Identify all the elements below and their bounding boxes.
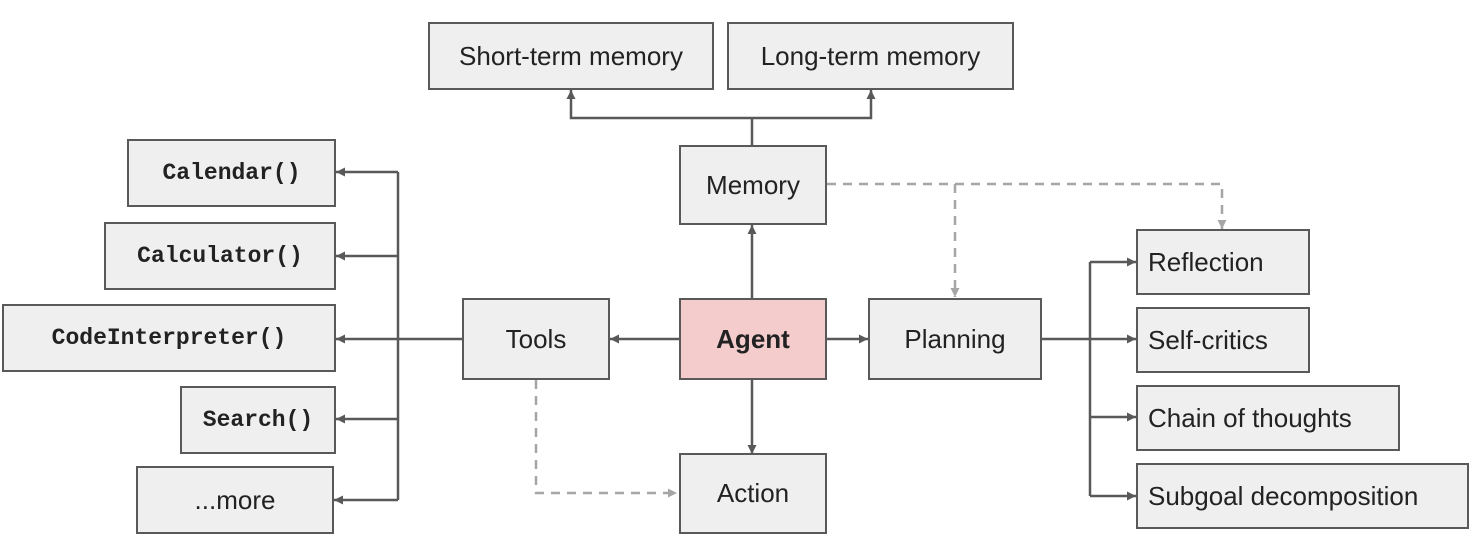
node-planning: Planning [868, 298, 1042, 380]
edge-memory-to-memory-types [566, 90, 876, 146]
node-label: CodeInterpreter() [51, 325, 287, 351]
node-label: Calculator() [137, 243, 303, 269]
node-label: Planning [904, 323, 1006, 354]
node-label: Tools [505, 323, 567, 354]
node-more: ...more [136, 466, 334, 534]
node-search: Search() [180, 386, 336, 454]
node-label: Self-critics [1148, 324, 1268, 355]
node-calculator: Calculator() [104, 222, 336, 290]
node-long-term-memory: Long-term memory [727, 22, 1014, 90]
node-short-term-memory: Short-term memory [428, 22, 714, 90]
node-memory: Memory [679, 145, 827, 225]
node-label: Calendar() [162, 160, 301, 186]
node-self-critics: Self-critics [1136, 307, 1310, 373]
node-label: Action [716, 478, 790, 508]
node-agent: Agent [679, 298, 827, 380]
node-label: Short-term memory [459, 40, 683, 71]
edge-tools-to-functions [334, 167, 462, 505]
edge-planning-to-methods [1042, 257, 1136, 501]
node-action: Action [679, 453, 827, 534]
node-code-interpreter: CodeInterpreter() [2, 304, 336, 372]
node-label: Memory [706, 169, 800, 200]
node-subgoal-decomposition: Subgoal decomposition [1136, 463, 1469, 529]
node-tools: Tools [462, 298, 610, 380]
node-chain-of-thoughts: Chain of thoughts [1136, 385, 1400, 451]
node-label: ...more [194, 484, 276, 515]
node-label: Subgoal decomposition [1148, 480, 1419, 511]
node-label: Reflection [1148, 246, 1264, 277]
node-label: Chain of thoughts [1148, 402, 1352, 433]
edge-memory-dashed [827, 182, 1227, 297]
node-label: Long-term memory [760, 40, 981, 71]
node-label: Search() [202, 407, 314, 433]
node-reflection: Reflection [1136, 229, 1310, 295]
node-label: Agent [716, 323, 790, 354]
node-calendar: Calendar() [127, 139, 336, 207]
edge-tools-to-action-dashed [534, 380, 677, 498]
